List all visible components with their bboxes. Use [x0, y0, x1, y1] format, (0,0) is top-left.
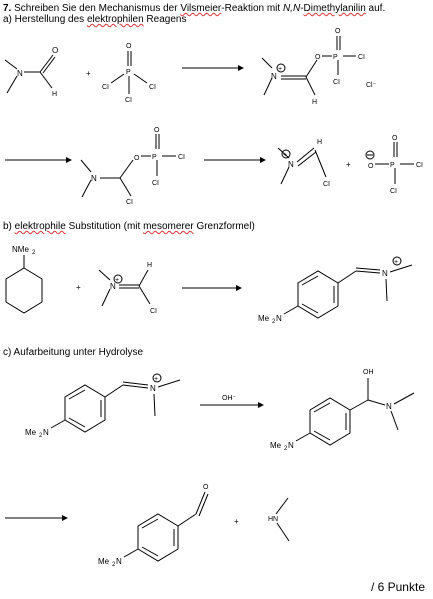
svg-text:O: O [126, 43, 132, 50]
svg-text:H: H [312, 99, 317, 106]
iminium-start-c: Me 2 N N + [25, 373, 181, 439]
svg-text:2: 2 [39, 433, 43, 439]
aldehyde-product: Me 2 N O [98, 484, 209, 568]
svg-text:N: N [382, 269, 388, 278]
svg-text:+: + [115, 277, 119, 284]
svg-text:CI: CI [102, 84, 109, 91]
svg-text:CI: CI [323, 181, 330, 188]
svg-text:N: N [288, 441, 294, 450]
svg-text:O: O [154, 127, 160, 134]
svg-text:O: O [203, 484, 209, 491]
svg-text:Me: Me [98, 557, 110, 566]
chloride-anion: Cl⁻ [366, 82, 377, 89]
svg-text:Me: Me [270, 441, 282, 450]
svg-text:N: N [288, 160, 294, 169]
svg-text:CI: CI [150, 308, 157, 315]
svg-text:P: P [390, 162, 395, 169]
svg-text:+: + [234, 517, 239, 526]
svg-text:+: + [278, 66, 282, 73]
svg-text:N: N [276, 314, 282, 323]
svg-text:O: O [134, 155, 140, 162]
svg-text:N: N [116, 557, 122, 566]
svg-text:CI: CI [149, 84, 156, 91]
svg-text:O: O [52, 46, 58, 55]
svg-text:N: N [271, 72, 277, 81]
svg-text:+: + [346, 160, 351, 169]
svg-text:P: P [126, 69, 131, 76]
svg-text:CI: CI [333, 79, 340, 86]
svg-text:2: 2 [32, 250, 36, 256]
svg-text:OH: OH [363, 369, 374, 376]
task-instruction: 7. Schreiben Sie den Mechanismus der Vil… [3, 3, 386, 14]
svg-text:P: P [333, 54, 338, 61]
vilsmeier-reagent-b: + N H CI [98, 262, 157, 315]
iminium-product-b: Me 2 N N + [258, 256, 413, 325]
svg-text:+: + [394, 259, 398, 266]
svg-text:+: + [283, 152, 287, 159]
svg-text:H: H [147, 262, 152, 269]
svg-text:Me: Me [258, 314, 270, 323]
svg-text:O: O [368, 163, 374, 170]
svg-text:+: + [154, 376, 158, 383]
svg-text:P: P [152, 154, 157, 161]
svg-text:O: O [335, 28, 341, 35]
svg-text:CI: CI [126, 199, 133, 206]
dmf-molecule: N O H [4, 46, 58, 98]
svg-text:O: O [315, 54, 321, 61]
section-b-heading: b) elektrophile Substitution (mit mesome… [3, 221, 255, 232]
plus-sign: + [86, 69, 91, 78]
dichlorophosphate-anion: O P O CI CI [365, 135, 423, 195]
tetrahedral-intermediate: N CI O P O CI CI [80, 127, 185, 206]
dimethylamine-molecule: HN [268, 497, 290, 542]
svg-text:+: + [76, 283, 81, 292]
score-label: / 6 Punkte [370, 580, 425, 594]
svg-text:H: H [317, 139, 322, 146]
svg-text:CI: CI [390, 188, 397, 195]
svg-text:Me: Me [25, 428, 37, 437]
svg-text:N: N [91, 174, 97, 183]
svg-text:2: 2 [272, 319, 276, 325]
svg-text:NMe: NMe [12, 245, 29, 254]
svg-text:CI: CI [152, 180, 159, 187]
svg-text:CI: CI [125, 97, 132, 104]
svg-text:2: 2 [284, 446, 288, 452]
vilsmeier-reagent: + N H CI [277, 139, 330, 188]
svg-text:N: N [110, 282, 116, 291]
atom-n: N [17, 69, 23, 78]
section-c-heading: c) Aufarbeitung unter Hydrolyse [3, 347, 144, 358]
svg-text:CI: CI [416, 162, 423, 169]
iminium-phosphate-adduct: + N H O P O CI CI Cl⁻ [261, 28, 377, 106]
svg-text:CI: CI [178, 154, 185, 161]
pocl3-molecule: O P CI CI CI [102, 43, 156, 104]
svg-text:2: 2 [112, 562, 116, 568]
svg-text:N: N [150, 384, 156, 393]
reagent-hydroxide: OH⁻ [222, 395, 237, 402]
svg-text:H: H [52, 91, 57, 98]
svg-text:N: N [386, 402, 392, 411]
section-a-heading: a) Herstellung des elektrophilen Reagens [3, 14, 187, 25]
svg-text:CI: CI [358, 54, 365, 61]
task-number: 7. [3, 3, 12, 14]
dimethylaniline-molecule: NMe 2 [5, 245, 43, 314]
svg-text:HN: HN [268, 516, 278, 523]
svg-text:N: N [43, 428, 49, 437]
hemiaminal-intermediate: Me 2 N OH N [270, 369, 415, 452]
svg-text:O: O [392, 135, 398, 142]
